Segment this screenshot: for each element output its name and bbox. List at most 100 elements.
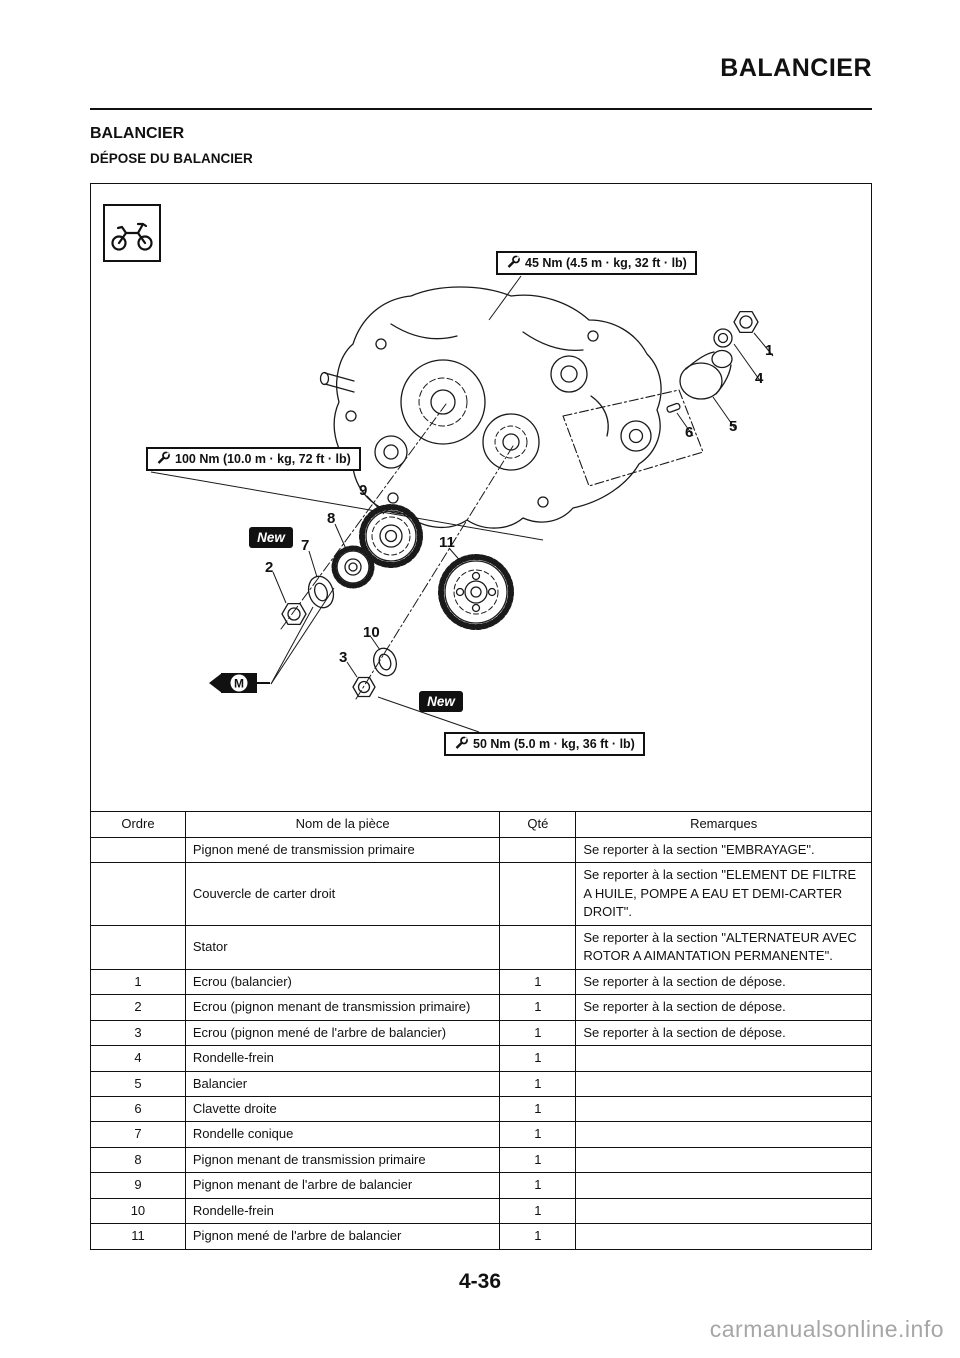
cell-qte: 1 (499, 1146, 577, 1174)
cell-remarques: Se reporter à la section "ELEMENT DE FIL… (575, 862, 872, 926)
cell-ordre: 3 (90, 1019, 186, 1047)
cell-qte: 1 (499, 1223, 577, 1250)
cell-ordre: 2 (90, 994, 186, 1021)
cell-remarques: Se reporter à la section de dépose. (575, 968, 872, 996)
new-badge: New (419, 691, 463, 712)
callout-11: 11 (439, 534, 455, 551)
cell-remarques: Se reporter à la section de dépose. (575, 1019, 872, 1047)
leader-lines (150, 275, 774, 733)
cell-nom: Rondelle conique (184, 1121, 501, 1148)
table-row: 5 Balancier 1 (90, 1070, 872, 1097)
torque-spec-text: 100 Nm (10.0 m · kg, 72 ft · lb) (175, 452, 351, 466)
cell-nom: Balancier (184, 1070, 501, 1097)
table-row: Couvercle de carter droit Se reporter à … (90, 862, 872, 926)
callout-7: 7 (301, 537, 310, 554)
torque-spec-text: 45 Nm (4.5 m · kg, 32 ft · lb) (525, 256, 687, 270)
cell-qte: 1 (499, 1019, 577, 1047)
cell-ordre: 1 (90, 968, 186, 996)
cell-nom: Rondelle-frein (184, 1197, 501, 1225)
header-rule (90, 108, 872, 110)
grease-mark-m: M (209, 670, 271, 701)
table-row: Pignon mené de transmission primaire Se … (90, 836, 872, 864)
torque-spec-text: 50 Nm (5.0 m · kg, 36 ft · lb) (473, 737, 635, 751)
exploded-diagram: 45 Nm (4.5 m · kg, 32 ft · lb) 100 Nm (1… (90, 183, 872, 812)
cell-nom: Pignon menant de l'arbre de balancier (184, 1172, 501, 1199)
cell-qte: 1 (499, 1095, 577, 1123)
callout-4: 4 (755, 370, 764, 387)
cell-ordre (90, 836, 186, 864)
subsection-title: DÉPOSE DU BALANCIER (90, 151, 253, 166)
cell-remarques: Se reporter à la section "EMBRAYAGE". (575, 836, 872, 864)
page-number: 4-36 (458, 1270, 502, 1293)
table-row: 1 Ecrou (balancier) 1 Se reporter à la s… (90, 968, 872, 996)
new-badge: New (249, 527, 293, 548)
header-qte: Qté (499, 811, 577, 838)
cell-ordre: 4 (90, 1045, 186, 1072)
cell-ordre: 9 (90, 1172, 186, 1199)
table-row: 3 Ecrou (pignon mené de l'arbre de balan… (90, 1019, 872, 1047)
cell-nom: Pignon menant de transmission primaire (184, 1146, 501, 1174)
cell-qte (499, 836, 577, 864)
cell-ordre: 8 (90, 1146, 186, 1174)
crankcase-outline (333, 286, 662, 529)
cell-remarques (575, 1146, 872, 1174)
header-remarques: Remarques (575, 811, 872, 838)
nut-3 (352, 676, 376, 698)
cell-nom: Pignon mené de transmission primaire (184, 836, 501, 864)
cell-remarques (575, 1045, 872, 1072)
gear-9 (359, 504, 423, 568)
right-cover-outline (562, 389, 704, 487)
callout-10: 10 (363, 624, 380, 641)
cell-qte: 1 (499, 994, 577, 1021)
cell-qte: 1 (499, 968, 577, 996)
table-row: 7 Rondelle conique 1 (90, 1121, 872, 1148)
callout-1: 1 (765, 342, 774, 359)
torque-wrench-icon (454, 736, 468, 753)
diagram-drawing (150, 275, 774, 733)
parts-table: Ordre Nom de la pièce Qté Remarques Pign… (90, 811, 872, 1250)
table-row: 9 Pignon menant de l'arbre de balancier … (90, 1172, 872, 1199)
callout-5: 5 (729, 418, 738, 435)
cell-qte: 1 (499, 1197, 577, 1225)
cell-nom: Couvercle de carter droit (184, 862, 501, 926)
cell-nom: Clavette droite (184, 1095, 501, 1123)
torque-wrench-icon (506, 255, 520, 272)
cell-ordre: 5 (90, 1070, 186, 1097)
grease-mark-letter: M (234, 677, 244, 691)
conical-washer-7 (307, 575, 335, 609)
cell-remarques (575, 1121, 872, 1148)
callout-9: 9 (359, 482, 368, 499)
nut-1 (733, 310, 759, 334)
cell-nom: Pignon mené de l'arbre de balancier (184, 1223, 501, 1250)
table-row: 10 Rondelle-frein 1 (90, 1197, 872, 1225)
cell-remarques (575, 1172, 872, 1199)
cell-ordre: 10 (90, 1197, 186, 1225)
torque-spec-45: 45 Nm (4.5 m · kg, 32 ft · lb) (496, 251, 697, 275)
cell-nom: Stator (184, 924, 501, 970)
lock-washer-4 (713, 328, 733, 348)
cell-nom: Ecrou (balancier) (184, 968, 501, 996)
cell-qte: 1 (499, 1121, 577, 1148)
callout-3: 3 (339, 649, 348, 666)
cell-nom: Ecrou (pignon mené de l'arbre de balanci… (184, 1019, 501, 1047)
cell-qte (499, 862, 577, 926)
cell-qte: 1 (499, 1045, 577, 1072)
motorcycle-glyph (111, 222, 153, 251)
nut-2 (281, 602, 307, 626)
cell-qte (499, 924, 577, 970)
header-ordre: Ordre (90, 811, 186, 838)
callout-2: 2 (265, 559, 274, 576)
table-row: 6 Clavette droite 1 (90, 1095, 872, 1123)
table-row: 2 Ecrou (pignon menant de transmission p… (90, 994, 872, 1021)
cell-nom: Ecrou (pignon menant de transmission pri… (184, 994, 501, 1021)
cell-remarques: Se reporter à la section de dépose. (575, 994, 872, 1021)
cell-ordre: 6 (90, 1095, 186, 1123)
table-row: 8 Pignon menant de transmission primaire… (90, 1146, 872, 1174)
cell-qte: 1 (499, 1172, 577, 1199)
cell-qte: 1 (499, 1070, 577, 1097)
gear-8 (331, 545, 375, 589)
table-row: 11 Pignon mené de l'arbre de balancier 1 (90, 1223, 872, 1250)
watermark: carmanualsonline.info (709, 1316, 944, 1342)
table-row: 4 Rondelle-frein 1 (90, 1045, 872, 1072)
table-header-row: Ordre Nom de la pièce Qté Remarques (90, 811, 872, 838)
